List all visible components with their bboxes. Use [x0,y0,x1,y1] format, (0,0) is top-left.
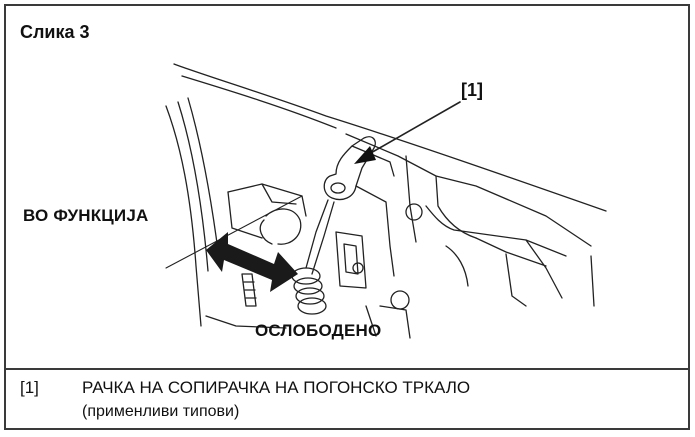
released-position-label: ОСЛОБОДЕНО [255,321,382,340]
figure-title: Слика 3 [20,22,90,42]
engaged-position-label: ВО ФУНКЦИЈА [23,206,149,225]
legend-text: РАЧКА НА СОПИРАЧКА НА ПОГОНСКО ТРКАЛО [82,378,471,397]
callout-label: [1] [461,80,483,100]
legend-subtext: (применливи типови) [82,403,240,420]
brake-lever-illustration [165,63,607,339]
legend-divider [6,368,688,370]
legend-number: [1] [20,378,39,397]
figure-frame: Слика 3 [1] ВО ФУНКЦИЈА ОСЛОБОДЕНО [1] Р… [4,4,690,430]
legend: [1] РАЧКА НА СОПИРАЧКА НА ПОГОНСКО ТРКАЛ… [6,370,688,430]
figure-area: Слика 3 [1] ВО ФУНКЦИЈА ОСЛОБОДЕНО [6,6,688,366]
